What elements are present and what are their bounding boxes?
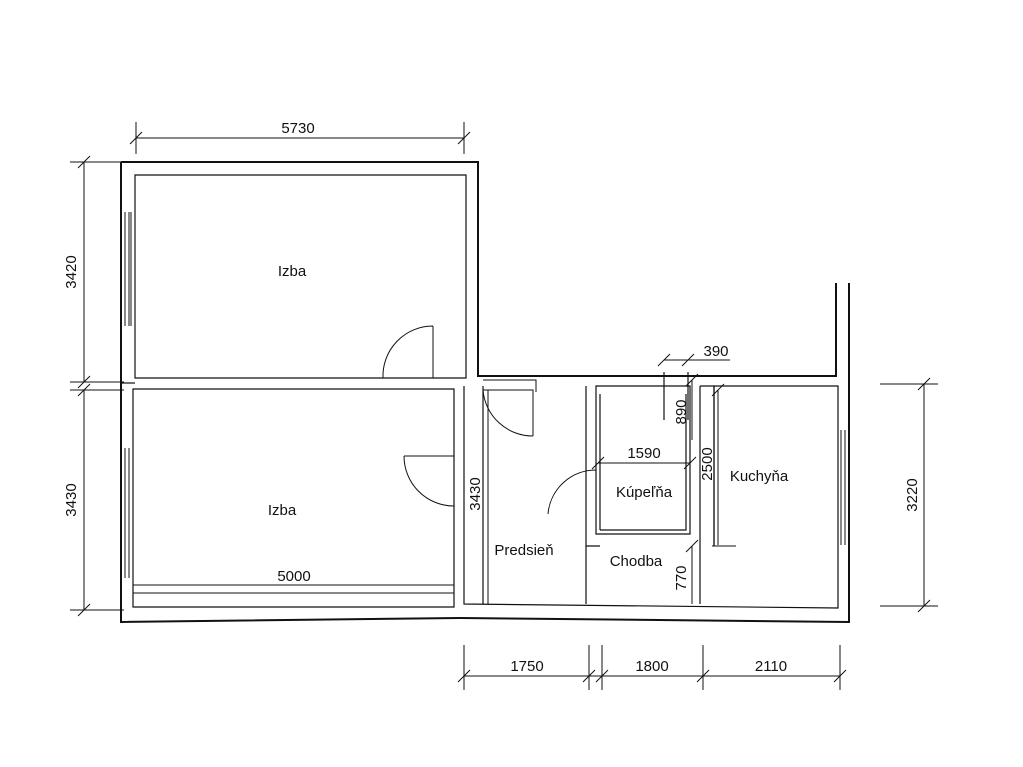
room-label-izba-bottom: Izba bbox=[268, 502, 297, 519]
corridor-walls bbox=[585, 546, 701, 604]
window-bottom-left bbox=[124, 448, 130, 578]
door-kupelna bbox=[547, 469, 597, 515]
door-leaf-predsien bbox=[483, 379, 537, 392]
dim-770: 770 bbox=[673, 565, 690, 590]
inner-wall-top-room bbox=[134, 174, 467, 379]
window-top-left bbox=[124, 212, 132, 326]
dim-890: 890 bbox=[673, 399, 690, 424]
dim-right-3220: 3220 bbox=[904, 478, 921, 511]
dim-top-width: 5730 bbox=[281, 120, 314, 137]
kitchen-walls bbox=[699, 385, 715, 546]
door-predsien bbox=[482, 389, 534, 437]
predsien-wall bbox=[482, 386, 600, 604]
dim-390: 390 bbox=[703, 343, 728, 360]
dim-2500: 2500 bbox=[699, 447, 716, 480]
room-label-chodba: Chodba bbox=[610, 553, 663, 570]
room-label-kuchyna: Kuchyňa bbox=[730, 468, 789, 485]
dim-left-bottom: 3430 bbox=[63, 483, 80, 516]
door-bottom-room bbox=[403, 455, 455, 507]
dim-left-top: 3420 bbox=[63, 255, 80, 288]
dimension-lines bbox=[70, 122, 938, 690]
room-label-izba-top: Izba bbox=[278, 263, 307, 280]
outer-wall-left-block bbox=[121, 161, 837, 377]
dim-1590: 1590 bbox=[627, 445, 660, 462]
window-kitchen bbox=[840, 430, 846, 545]
door-top-room bbox=[382, 325, 434, 379]
window-bottom bbox=[133, 584, 454, 594]
room-label-predsien: Predsieň bbox=[494, 542, 553, 559]
walls bbox=[120, 161, 850, 624]
room-label-kupelna: Kúpeľňa bbox=[616, 484, 673, 501]
shaft bbox=[663, 372, 689, 420]
dim-bottom-1750: 1750 bbox=[510, 658, 543, 675]
dim-bottom-1800: 1800 bbox=[635, 658, 668, 675]
windows bbox=[124, 212, 846, 594]
dim-bottom-2110: 2110 bbox=[755, 658, 787, 675]
inner-wall-bottom-room bbox=[132, 388, 455, 608]
dim-predsien-3430: 3430 bbox=[467, 477, 484, 510]
dim-inner-5000: 5000 bbox=[277, 568, 310, 585]
outer-wall-right bbox=[120, 162, 850, 624]
doors bbox=[382, 325, 597, 515]
